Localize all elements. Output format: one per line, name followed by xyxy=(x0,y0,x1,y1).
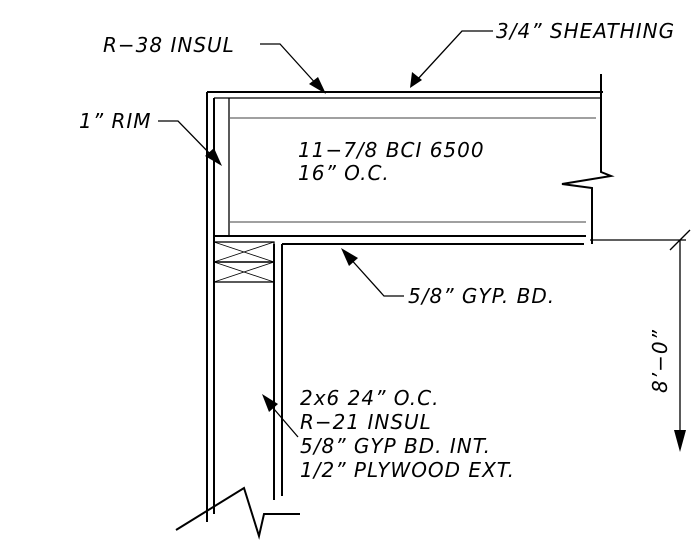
r38-insul-label: R−38 INSUL xyxy=(103,33,235,57)
bci-spacing-label: 16” O.C. xyxy=(298,161,390,185)
bci-size-label: 11−7/8 BCI 6500 xyxy=(298,138,485,162)
ceiling-gyp-label: 5/8” GYP. BD. xyxy=(408,284,555,308)
top-plate-upper-x2 xyxy=(213,241,275,263)
dimension-arrow xyxy=(674,430,686,452)
ceiling-gyp-leader-arrow xyxy=(341,248,358,266)
wall-plywood-label: 1/2” PLYWOOD EXT. xyxy=(300,458,515,482)
wall-assembly xyxy=(175,92,300,540)
sheathing-leader xyxy=(416,30,493,81)
floor-joist-assembly xyxy=(207,74,615,245)
sheathing-label: 3/4” SHEATHING xyxy=(496,19,675,43)
rim-label: 1” RIM xyxy=(79,109,152,133)
wall-leader-arrow xyxy=(262,394,278,412)
dimension-tick xyxy=(669,229,691,251)
dimension-text: 8’−0” xyxy=(648,329,672,393)
r38-leader-arrow xyxy=(309,77,326,94)
joist-break-line xyxy=(561,74,615,244)
wall-break-line xyxy=(175,486,300,540)
sheathing-leader-arrow xyxy=(410,72,422,88)
wall-gyp-label: 5/8” GYP BD. INT. xyxy=(300,434,491,458)
height-dimension: 8’−0” xyxy=(590,229,691,452)
top-plates xyxy=(213,241,275,283)
labels: R−38 INSUL 3/4” SHEATHING 1” RIM 11−7/8 … xyxy=(79,19,675,482)
rim-board xyxy=(213,98,230,236)
rim-leader xyxy=(158,120,215,159)
wall-studs-label: 2x6 24” O.C. xyxy=(300,386,439,410)
rim-leader-arrow xyxy=(205,148,222,166)
ceiling-gyp-leader xyxy=(347,255,404,297)
top-plate-lower-x2 xyxy=(213,261,275,283)
leaders xyxy=(158,30,493,438)
r38-leader xyxy=(260,43,319,87)
wall-insul-label: R−21 INSUL xyxy=(300,410,432,434)
